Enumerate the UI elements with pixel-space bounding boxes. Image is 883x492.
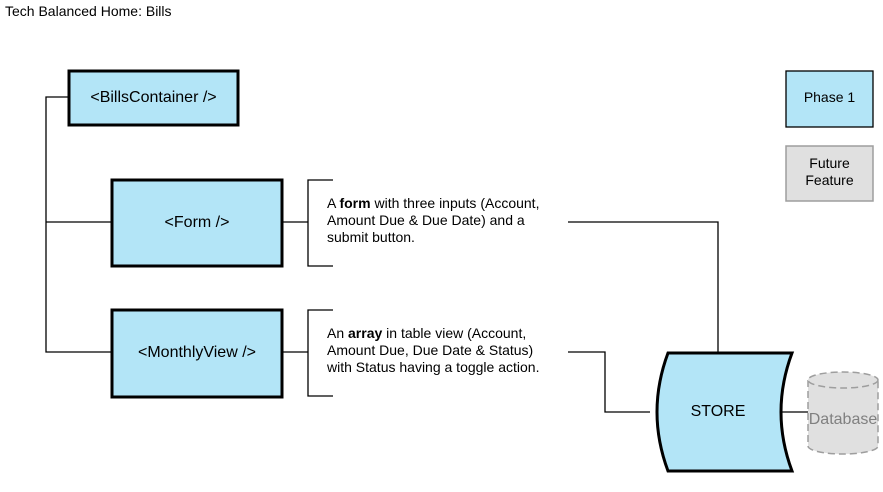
connector-monthly-to-store <box>568 351 650 413</box>
legend-future-label-line1: Future <box>809 155 850 171</box>
bracket-form <box>307 179 333 267</box>
page-title: Tech Balanced Home: Bills <box>5 3 172 19</box>
store-label: STORE <box>691 403 746 420</box>
database-label: Database <box>809 411 878 428</box>
tree-connectors <box>45 96 808 413</box>
form-description-prefix: A <box>327 195 340 211</box>
monthly-view-description-prefix: An <box>327 325 349 341</box>
legend-phase1-label: Phase 1 <box>804 89 856 105</box>
monthly-view-description-rest: in table view (Account, Amount Due, Due … <box>327 325 540 375</box>
connector-container-to-children <box>45 96 112 353</box>
legend-phase1: Phase 1 <box>785 70 874 128</box>
legend: Phase 1 Future Feature <box>785 70 874 202</box>
monthly-view-node: <MonthlyView /> <box>110 308 284 399</box>
bills-container-node: <BillsContainer /> <box>67 69 240 127</box>
form-label: <Form /> <box>165 214 230 231</box>
bracket-monthly <box>307 309 333 397</box>
bills-container-label: <BillsContainer /> <box>90 89 216 106</box>
monthly-view-label: <MonthlyView /> <box>138 344 256 361</box>
form-description-rest: with three inputs (Account, Amount Due &… <box>327 195 540 245</box>
form-description-keyword: form <box>339 195 371 211</box>
connector-form-to-store <box>568 221 719 352</box>
form-node: <Form /> <box>110 178 284 268</box>
store-node: STORE <box>655 351 795 473</box>
legend-future-label-line2: Feature <box>805 172 853 188</box>
database-node: Database <box>807 371 879 455</box>
monthly-view-description-keyword: array <box>348 325 383 341</box>
legend-future: Future Feature <box>785 145 874 202</box>
form-description: A form with three inputs (Account, Amoun… <box>327 195 559 246</box>
monthly-view-description: An array in table view (Account, Amount … <box>327 325 559 376</box>
